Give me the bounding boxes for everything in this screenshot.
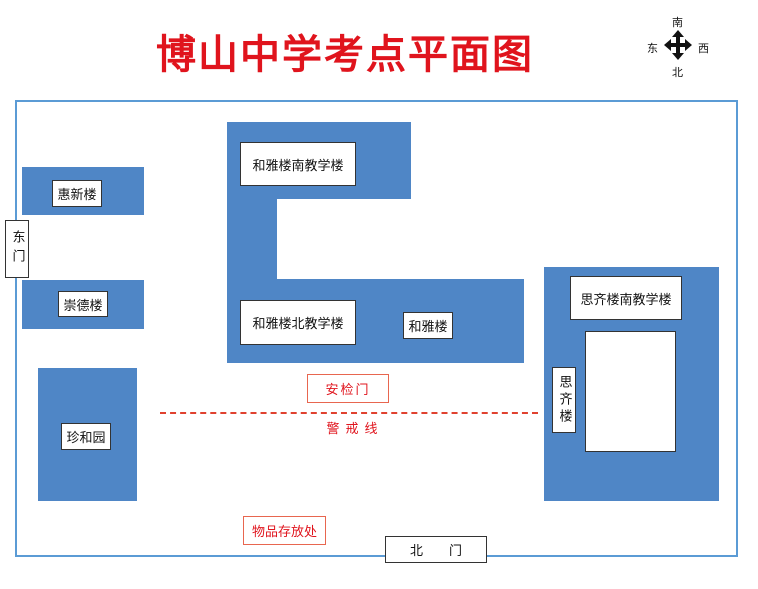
security-gate: 安检门: [307, 374, 389, 403]
compass-right-label: 西: [698, 42, 709, 55]
chongdelou-label: 崇德楼: [58, 291, 108, 317]
map-title: 博山中学考点平面图: [156, 32, 534, 78]
heyalou-south-label: 和雅楼南教学楼: [240, 142, 356, 186]
warning-line-label: 警戒线: [326, 422, 384, 437]
heyalou-connector-block: [227, 199, 277, 279]
compass-top-label: 南: [672, 16, 683, 29]
zhenheyuan-label: 珍和园: [61, 423, 111, 450]
compass-left-label: 东: [647, 42, 658, 55]
compass-bottom-label: 北: [672, 66, 683, 79]
compass: 南 北 东 西: [644, 12, 712, 80]
siqilou-south-label: 思齐楼南教学楼: [570, 276, 682, 320]
huixinlou-label: 惠新楼: [52, 180, 102, 207]
heyalou-north-label: 和雅楼北教学楼: [240, 300, 356, 345]
compass-arrows-icon: [664, 30, 692, 60]
north-gate: 北 门: [385, 536, 487, 563]
storage-area: 物品存放处: [243, 516, 326, 545]
east-gate: 东门: [5, 220, 29, 278]
warning-line: [160, 412, 538, 414]
siqilou-courtyard: [585, 331, 676, 452]
siqilou-label: 思齐楼: [552, 367, 576, 433]
heyalou-label: 和雅楼: [403, 312, 453, 339]
